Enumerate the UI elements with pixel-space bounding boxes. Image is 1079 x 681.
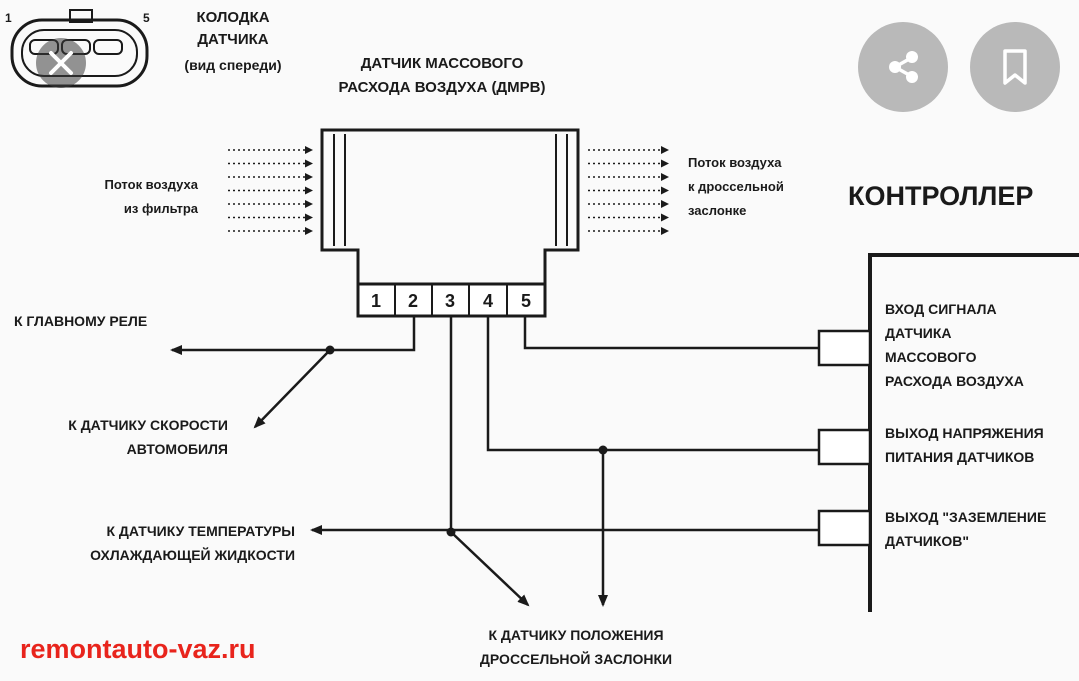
connector-title: КОЛОДКА	[196, 9, 269, 26]
controller-ground-label: ВЫХОД "ЗАЗЕМЛЕНИЕ	[885, 509, 1046, 525]
connector-subtitle: (вид спереди)	[184, 57, 281, 73]
watermark-text: remontauto-vaz.ru	[20, 634, 256, 664]
wires	[170, 316, 819, 607]
main-relay-label: К ГЛАВНОМУ РЕЛЕ	[14, 313, 147, 329]
controller-title: КОНТРОЛЛЕР	[848, 181, 1033, 211]
wire-junctions	[325, 345, 608, 537]
junction-dot	[325, 345, 335, 355]
sensor-title: РАСХОДА ВОЗДУХА (ДМРВ)	[339, 79, 546, 96]
junction-dot	[446, 527, 456, 537]
throttle-position-label: ДРОССЕЛЬНОЙ ЗАСЛОНКИ	[480, 650, 672, 667]
connector-pin-left-label: 1	[5, 11, 12, 25]
share-icon	[889, 51, 918, 83]
airflow-out-label: Поток воздуха	[688, 155, 782, 170]
wire-pin-4	[486, 316, 819, 452]
throttle-position-label: К ДАТЧИКУ ПОЛОЖЕНИЯ	[488, 627, 663, 643]
sensor-body	[320, 128, 580, 286]
controller-input-label: ВХОД СИГНАЛА	[885, 301, 997, 317]
pin-label: 3	[445, 291, 455, 311]
controller-voltage-label: ВЫХОД НАПРЯЖЕНИЯ	[885, 425, 1044, 441]
controller-voltage-label: ПИТАНИЯ ДАТЧИКОВ	[885, 449, 1034, 465]
junction-dot	[598, 445, 608, 455]
pin-label: 1	[371, 291, 381, 311]
wire-pin-2	[170, 316, 416, 355]
connector-title: ДАТЧИКА	[197, 31, 268, 48]
bookmark-icon	[1003, 49, 1027, 85]
airflow-out-label: к дроссельной	[688, 179, 784, 194]
controller-ground-label: ДАТЧИКОВ"	[885, 533, 969, 549]
coolant-temp-label: ОХЛАЖДАЮЩЕЙ ЖИДКОСТИ	[90, 546, 295, 563]
wire-coolant-throttle	[450, 531, 530, 607]
airflow-in-label: Поток воздуха	[104, 177, 198, 192]
airflow-out-arrows	[588, 146, 669, 235]
connector-pin-right-label: 5	[143, 11, 150, 25]
speed-sensor-label: К ДАТЧИКУ СКОРОСТИ	[68, 417, 228, 433]
airflow-out-label: заслонке	[688, 203, 746, 218]
controller-input-label: РАСХОДА ВОЗДУХА	[885, 373, 1024, 389]
controller-block	[817, 253, 1079, 612]
coolant-temp-label: К ДАТЧИКУ ТЕМПЕРАТУРЫ	[106, 523, 295, 539]
close-icon	[49, 51, 73, 75]
bookmark-button[interactable]	[970, 22, 1060, 112]
sensor-title: ДАТЧИК МАССОВОГО	[361, 55, 524, 72]
wire-pin-5	[523, 316, 819, 350]
airflow-in-label: из фильтра	[124, 201, 199, 216]
wire-speed-sensor	[253, 349, 331, 429]
share-button[interactable]	[858, 22, 948, 112]
speed-sensor-label: АВТОМОБИЛЯ	[127, 441, 228, 457]
pin-label: 4	[483, 291, 493, 311]
pin-label: 5	[521, 291, 531, 311]
airflow-in-arrows	[228, 146, 313, 235]
close-button[interactable]	[36, 38, 86, 88]
pin-label: 2	[408, 291, 418, 311]
controller-input-label: МАССОВОГО	[885, 349, 977, 365]
controller-input-label: ДАТЧИКА	[885, 325, 952, 341]
